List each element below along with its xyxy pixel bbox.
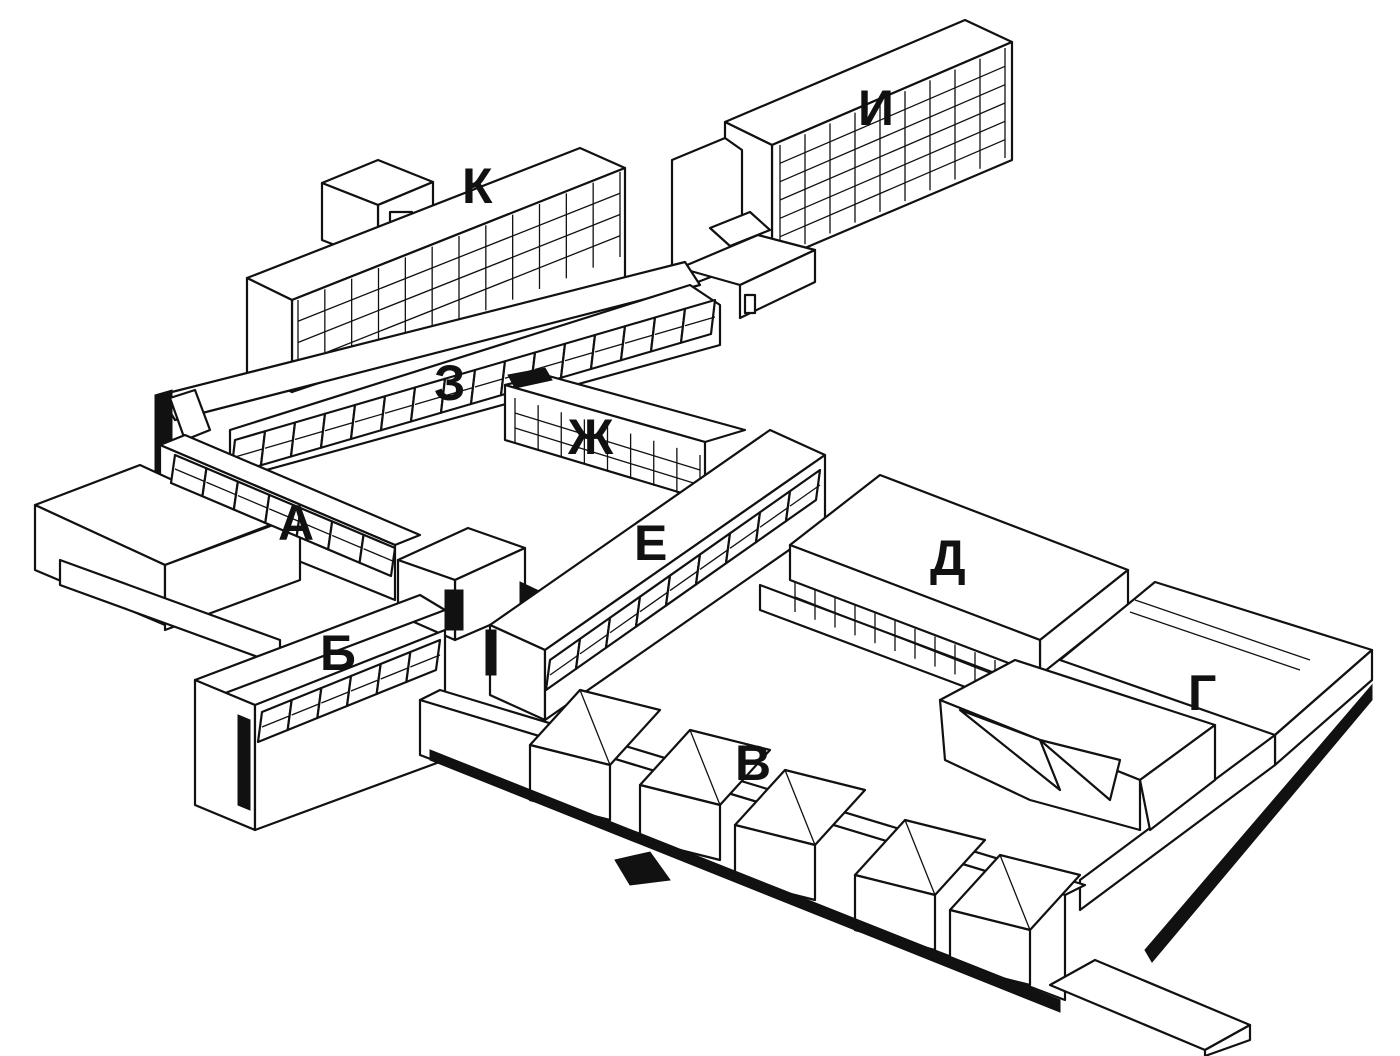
building-z-rail (234, 447, 266, 458)
building-i-facade-grid (779, 48, 1006, 255)
building-b-rail (380, 666, 411, 680)
label-zh: Ж (567, 409, 614, 465)
building-zh-window-floor-line (514, 412, 701, 471)
building-z-rail (294, 430, 326, 441)
building-i-window-floor-line (779, 139, 1006, 238)
label-i: И (858, 80, 894, 136)
building-a-rail (269, 508, 301, 523)
pavilion-roof-ridge (784, 769, 816, 846)
building-zh-window-floor-line (514, 427, 701, 486)
building-e-rail (609, 611, 641, 634)
building-d (758, 473, 1130, 702)
building-b-rail (291, 702, 322, 716)
building-b-rail (410, 654, 441, 668)
label-k: К (462, 158, 493, 214)
building-i (670, 18, 1014, 287)
building-a-rail (174, 468, 207, 483)
building-b-rail (321, 690, 352, 704)
pavilion-roof-ridge (579, 689, 611, 766)
building-z-rail (624, 333, 656, 344)
building-b (193, 593, 447, 832)
building-e-balconies (544, 468, 822, 692)
building-z-rail (354, 412, 386, 423)
building-z-rail (564, 351, 596, 362)
building-z-rail (414, 395, 446, 406)
building-i-window-floor-line (779, 102, 1006, 201)
pavilion-roof-ridge (689, 729, 721, 806)
building-e-bay (784, 468, 822, 523)
building-e-rail (549, 653, 581, 676)
building-k (245, 146, 627, 394)
building-e-rail (789, 484, 821, 507)
round-pavilion (938, 658, 1217, 832)
building-zh-facade (514, 398, 701, 500)
building-z-rail (654, 325, 686, 336)
building-a-rail (237, 494, 270, 510)
label-e: Е (634, 515, 667, 571)
building-d-facade (794, 582, 996, 690)
building-z-rail (324, 421, 356, 432)
building-a-rail (363, 548, 396, 563)
building-i-window-floor-line (779, 65, 1006, 164)
front-walkway (1048, 958, 1252, 1056)
pavilion-roof-ridge (904, 819, 936, 896)
building-e-rail (759, 505, 791, 528)
building-z-rail (534, 360, 566, 371)
label-b: Б (320, 625, 356, 681)
label-z: З (434, 355, 465, 411)
pavilion-roof-ridge (999, 854, 1031, 931)
building-i-window-floor-line (779, 84, 1006, 183)
building-z-rail (384, 403, 416, 414)
building-b-rail (350, 678, 381, 692)
building-a (33, 433, 422, 667)
building-g (1058, 580, 1374, 963)
label-a: А (278, 495, 314, 551)
building-b-rail (261, 714, 292, 728)
building-a-bay (358, 533, 397, 578)
bridge-corridor (678, 210, 817, 320)
building-e (485, 428, 827, 722)
building-z-rail (684, 316, 716, 327)
building-d-window-floor-line (794, 596, 996, 676)
building-i-window-floor-line (779, 120, 1006, 219)
building-z (154, 260, 722, 486)
building-a-rail (300, 521, 333, 537)
label-v: В (735, 735, 771, 791)
building-b-bay (405, 638, 442, 684)
building-z-rail (444, 386, 476, 397)
label-d: Д (930, 530, 966, 586)
label-g: Г (1188, 665, 1216, 721)
building-e-rail (699, 547, 731, 570)
building-b-balconies (256, 638, 442, 744)
building-k-facade-grid (297, 172, 621, 385)
building-z-rail (594, 342, 626, 353)
building-k-window-floor-line (297, 192, 621, 322)
building-a-rail (206, 481, 239, 497)
building-z-rail (264, 438, 296, 449)
building-a-balconies (169, 453, 397, 578)
building-v (418, 688, 1087, 1013)
building-a-rail (331, 534, 364, 550)
building-k-window-floor-line (297, 213, 621, 344)
building-k-window-floor-line (297, 235, 621, 365)
building-e-rail (729, 526, 761, 549)
building-z-rail (474, 377, 506, 388)
building-e-rail (639, 590, 671, 613)
building-e-rail (669, 568, 701, 592)
building-e-rail (579, 632, 611, 655)
building-z-gallery-bays (229, 298, 717, 476)
